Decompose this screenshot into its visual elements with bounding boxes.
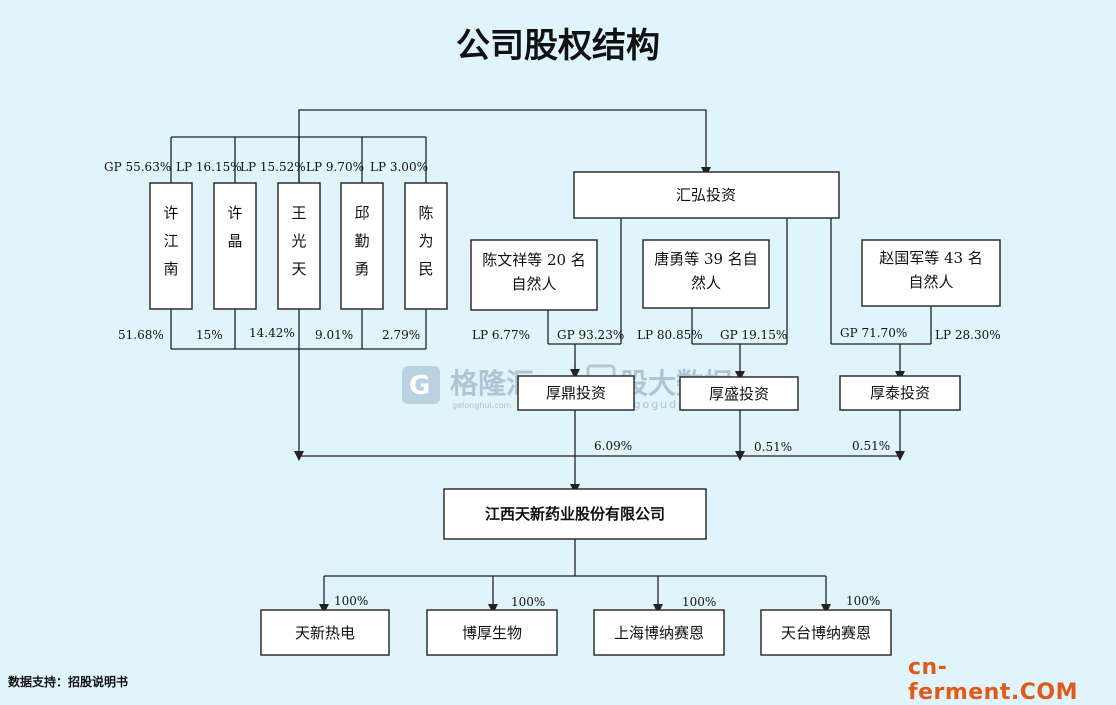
subsidiary-box-2: 博厚生物 [426,609,558,656]
person-name-4a: 邱 [354,204,369,222]
watermark-brand-url: gelonghui.com [452,401,511,410]
person-name-2b: 晶 [227,232,242,250]
sub-4-name: 天台博纳赛恩 [781,624,871,642]
sub-1-name: 天新热电 [295,624,355,642]
subsidiary-box-3: 上海博纳赛恩 [593,609,725,656]
group-3-line-2: 自然人 [908,273,953,291]
role-label-2: LP 16.15% [176,160,242,174]
group-3-line-1: 赵国军等 43 名 [879,249,983,267]
fund-box-houding: 厚鼎投资 [517,375,635,411]
person-name-5b: 为 [418,232,433,250]
person-name-5a: 陈 [418,204,433,222]
fund-1-pct: 6.09% [594,439,632,453]
person-name-3a: 王 [291,204,306,222]
person-box-xu-jiangnan [149,182,193,310]
huihong-box: 汇弘投资 [573,171,840,219]
role-label-3: LP 15.52% [240,160,306,174]
group-1-lp: LP 6.77% [472,328,530,342]
fund-2-name: 厚盛投资 [709,385,769,403]
sub-2-pct: 100% [511,595,545,609]
group-3-lp: LP 28.30% [935,328,1001,342]
person-box-wang-guangtian [277,182,321,310]
person-name-4b: 勤 [354,232,369,250]
role-label-4: LP 9.70% [306,160,364,174]
subsidiary-box-4: 天台博纳赛恩 [760,609,892,656]
role-label-5: LP 3.00% [370,160,428,174]
group-1-gp: GP 93.23% [557,328,624,342]
fund-1-name: 厚鼎投资 [546,384,606,402]
brand-watermark: cn-ferment.COM [908,655,1078,705]
person-name-5c: 民 [418,260,433,278]
group-box-2: 唐勇等 39 名自 然人 [642,239,770,309]
group-1-line-2: 自然人 [511,275,556,293]
group-2-gp: GP 19.15% [720,328,787,342]
person-name-2a: 许 [227,204,242,222]
sub-4-pct: 100% [846,594,880,608]
person-box-chen-weimin [404,182,448,310]
company-name: 江西天新药业股份有限公司 [485,505,665,523]
person-name-4c: 勇 [354,260,369,278]
direct-pct-2: 15% [196,328,223,342]
person-name-1a: 许 [163,204,178,222]
group-box-1: 陈文祥等 20 名 自然人 [470,239,598,311]
person-box-xu-jing [213,182,257,310]
role-label-1: GP 55.63% [104,160,171,174]
group-3-gp: GP 71.70% [840,326,907,340]
person-name-1c: 南 [163,260,178,278]
company-box: 江西天新药业股份有限公司 [443,488,707,540]
watermark-logo-icon [402,366,440,404]
person-box-qiu-qinyong [340,182,384,310]
person-name-1b: 江 [163,232,178,250]
fund-2-pct: 0.51% [754,440,792,454]
group-2-line-2: 然人 [691,274,721,292]
group-1-line-1: 陈文祥等 20 名 [482,251,586,269]
direct-pct-1: 51.68% [118,328,164,342]
subsidiary-box-1: 天新热电 [260,609,390,656]
group-2-lp: LP 80.85% [637,328,703,342]
svg-text:G: G [409,371,430,401]
source-note: 数据支持：招股说明书 [8,675,129,689]
direct-pct-3: 14.42% [249,326,295,340]
sub-2-name: 博厚生物 [462,624,522,642]
sub-1-pct: 100% [334,594,368,608]
group-2-line-1: 唐勇等 39 名自 [654,250,758,268]
sub-3-pct: 100% [682,595,716,609]
direct-pct-4: 9.01% [315,328,353,342]
fund-3-pct: 0.51% [852,439,890,453]
fund-box-housheng: 厚盛投资 [679,376,799,411]
group-box-3: 赵国军等 43 名 自然人 [861,239,1001,307]
person-name-3b: 光 [291,232,306,250]
sub-3-name: 上海博纳赛恩 [614,624,704,642]
huihong-name: 汇弘投资 [676,186,736,204]
fund-box-houtai: 厚泰投资 [839,375,961,411]
direct-pct-5: 2.79% [382,328,420,342]
page-title: 公司股权结构 [456,26,660,66]
person-name-3c: 天 [291,260,306,278]
fund-3-name: 厚泰投资 [870,384,930,402]
